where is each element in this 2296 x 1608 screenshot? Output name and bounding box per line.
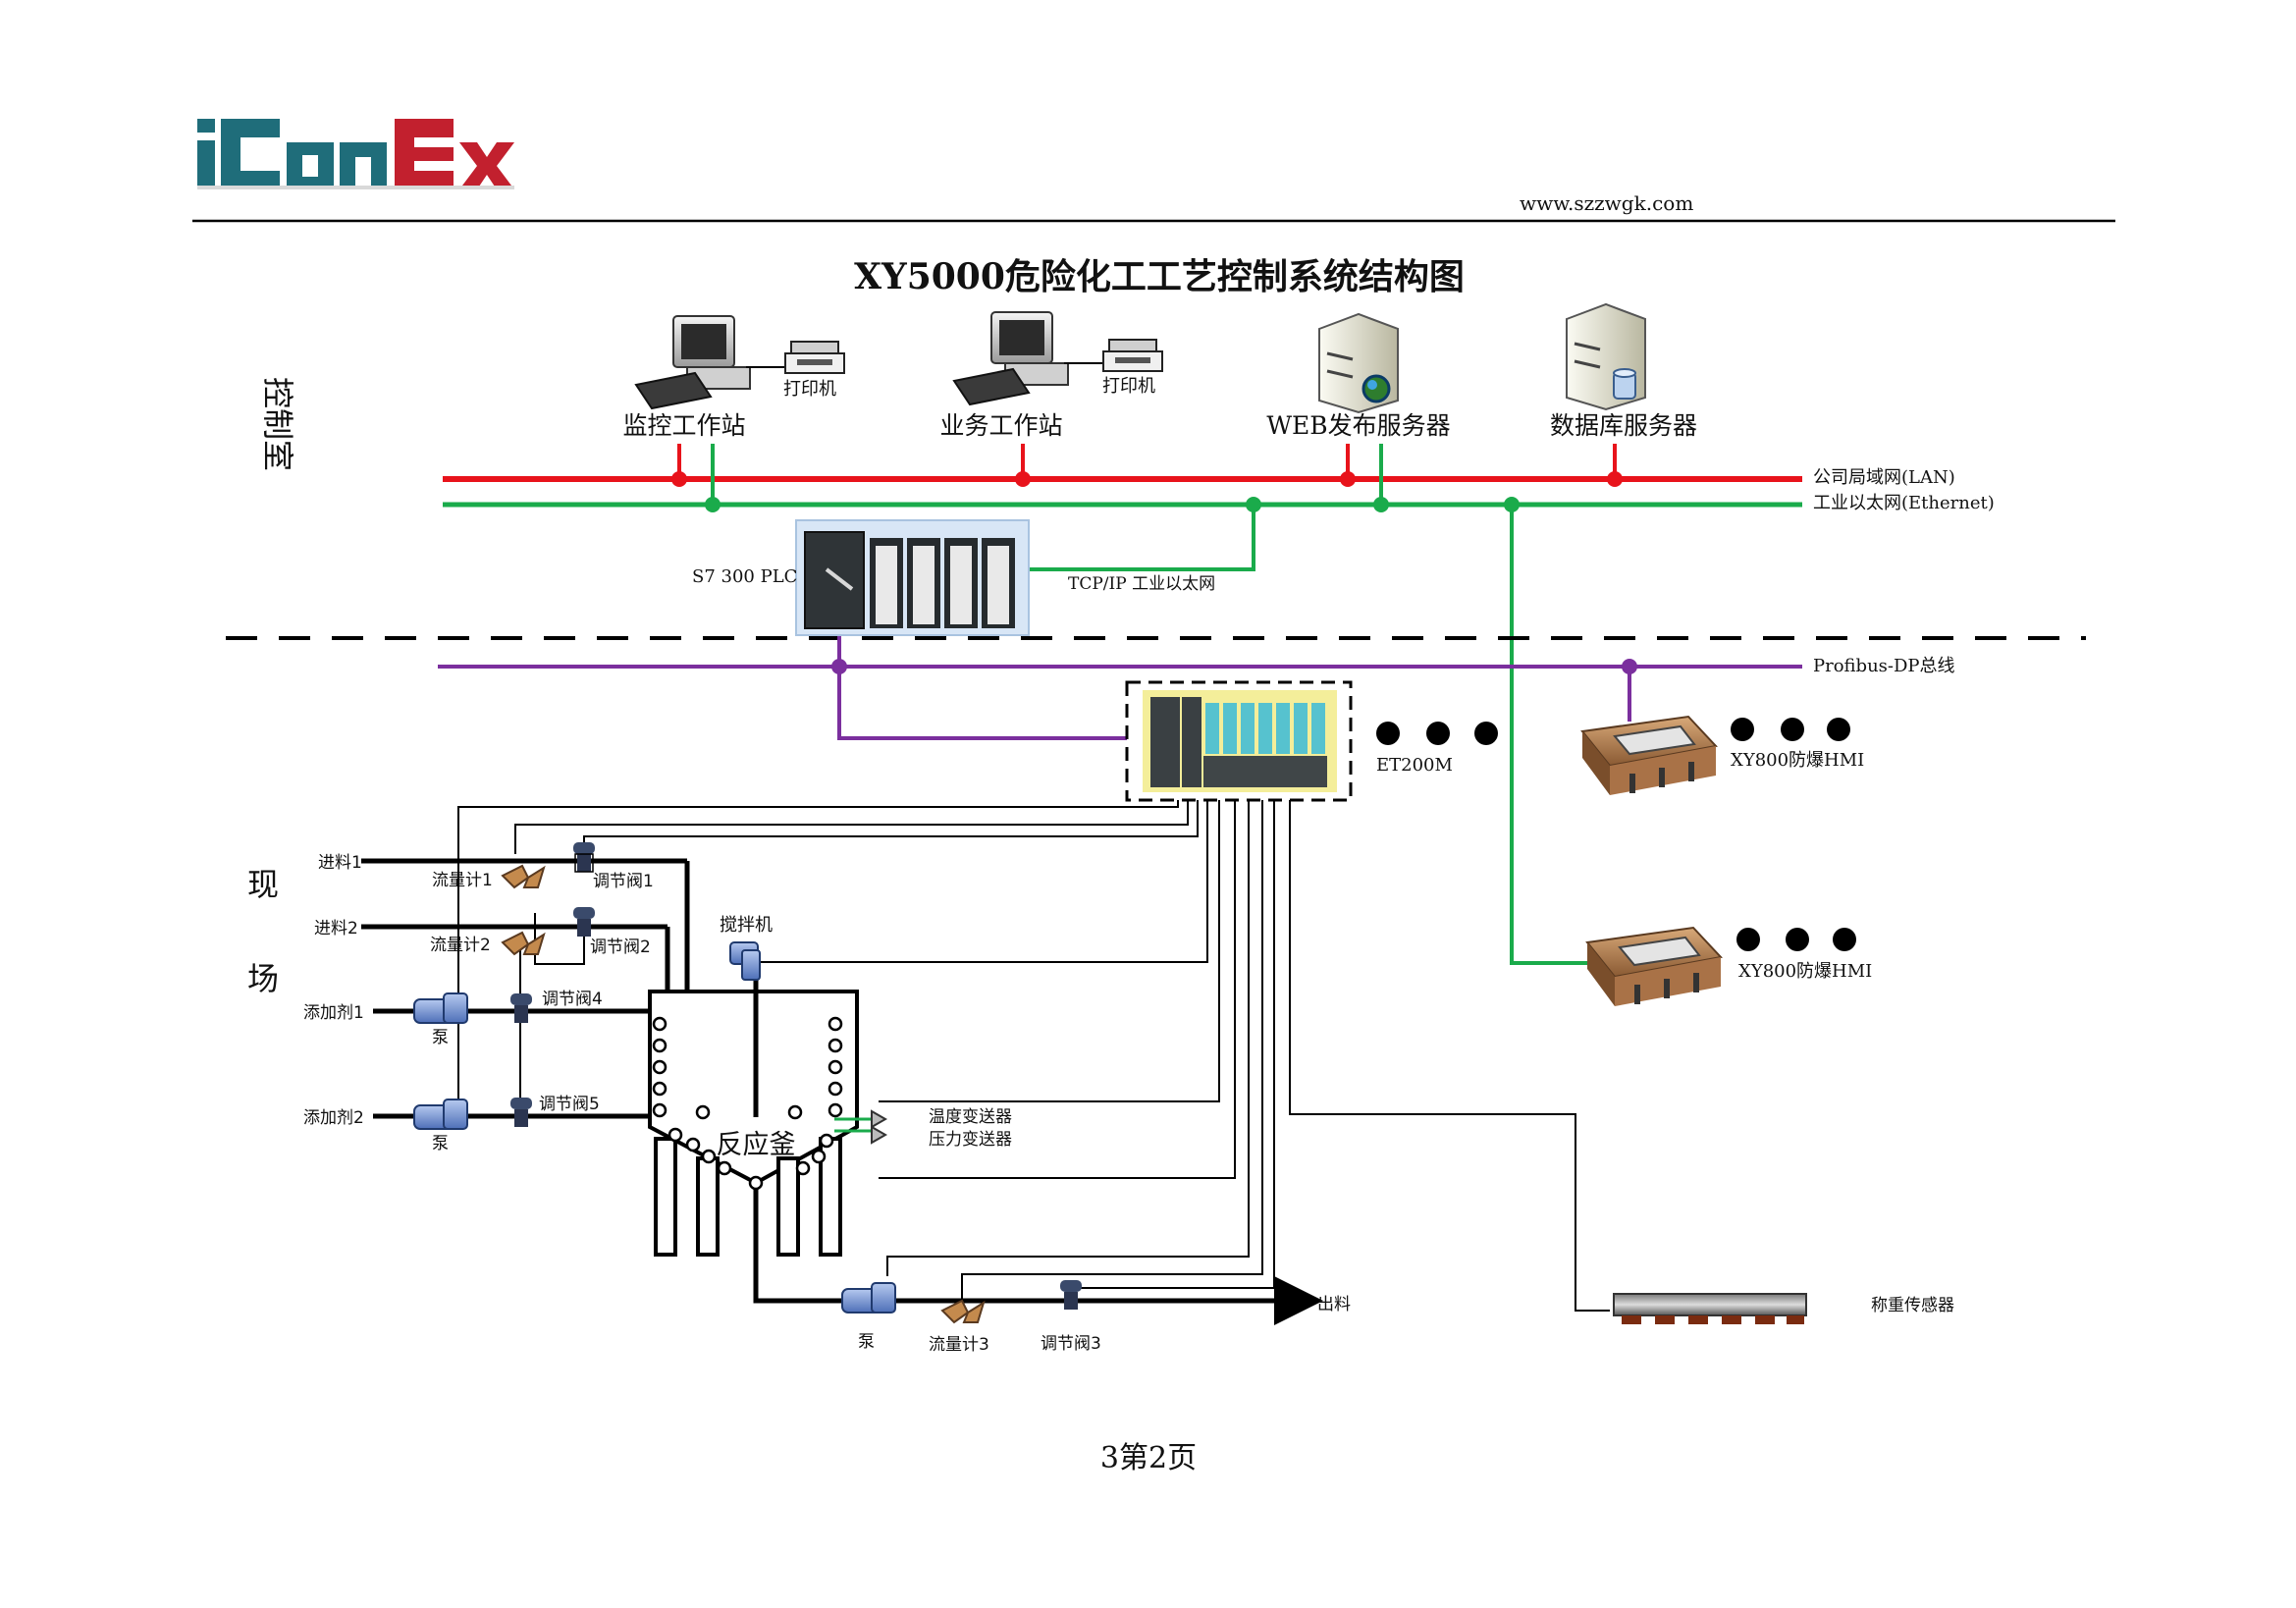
ellipsis-dots (1731, 718, 1850, 741)
zone-field-char-2: 场 (247, 960, 279, 997)
printer-icon[interactable] (784, 341, 845, 374)
pump-label-b: 泵 (432, 1134, 449, 1153)
control-valve-icon[interactable] (573, 907, 595, 937)
plc-label: S7 300 PLC (692, 566, 797, 587)
database-server-icon[interactable] (1566, 302, 1646, 411)
flowmeter-icon[interactable] (501, 864, 546, 889)
hmi-label-2: XY800防爆HMI (1738, 961, 1872, 982)
agitator-label: 搅拌机 (720, 915, 773, 936)
reactor-label: 反应釜 (717, 1130, 796, 1160)
plc-rack[interactable] (795, 519, 1030, 636)
hmi-label-1: XY800防爆HMI (1731, 750, 1864, 771)
header-url[interactable]: www.szzwgk.com (1520, 191, 1693, 215)
ethernet-label: 工业以太网(Ethernet) (1813, 493, 1995, 513)
hmi-panel[interactable] (1585, 926, 1723, 1006)
web-server-icon[interactable] (1318, 312, 1399, 414)
ellipsis-dots (1376, 722, 1498, 745)
control-valve-icon[interactable] (510, 993, 532, 1023)
additive2-label: 添加剂2 (303, 1108, 364, 1128)
flowmeter2-label: 流量计2 (430, 936, 491, 955)
et200m-label: ET200M (1376, 755, 1453, 776)
pump-label-a: 泵 (432, 1028, 449, 1047)
valve5-label: 调节阀5 (539, 1095, 600, 1114)
lan-drops (671, 444, 1623, 487)
tcpip-label: TCP/IP 工业以太网 (1068, 574, 1215, 594)
flowmeter1-label: 流量计1 (432, 871, 493, 890)
page-number: 3第2页 (1100, 1441, 1197, 1475)
weighing-sensor-label: 称重传感器 (1871, 1296, 1954, 1315)
svg-text:控制室: 控制室 (259, 377, 296, 471)
monitor-station-label: 监控工作站 (622, 411, 745, 440)
ethernet-drops (705, 444, 1600, 965)
web-server-label: WEB发布服务器 (1266, 411, 1450, 440)
feed1-label: 进料1 (318, 853, 362, 873)
pump-icon[interactable] (841, 1282, 896, 1313)
transmitter-icon[interactable] (834, 1109, 888, 1145)
feed2-label: 进料2 (314, 919, 358, 938)
lan-label: 公司局域网(LAN) (1813, 467, 1955, 488)
valve2-label: 调节阀2 (590, 938, 651, 957)
valve4-label: 调节阀4 (542, 990, 603, 1009)
profibus-label: Profibus-DP总线 (1813, 656, 1955, 676)
pump-icon[interactable] (413, 992, 468, 1024)
profibus-drops (831, 629, 1637, 740)
control-valve-icon[interactable] (510, 1098, 532, 1127)
control-valve-icon[interactable] (573, 842, 595, 873)
control-valve-icon[interactable] (1060, 1280, 1082, 1310)
outlet-label: 出料 (1317, 1295, 1351, 1314)
flowmeter3-label: 流量计3 (929, 1335, 989, 1355)
business-station-label: 业务工作站 (939, 411, 1062, 440)
db-server-label: 数据库服务器 (1550, 411, 1697, 440)
computer-icon[interactable] (952, 311, 1109, 406)
flowmeter-icon[interactable] (501, 931, 546, 956)
pressure-transmitter-label: 压力变送器 (929, 1130, 1012, 1150)
computer-icon[interactable] (634, 315, 791, 410)
pump-icon[interactable] (413, 1099, 468, 1130)
zone-field-char-1: 现 (247, 866, 279, 903)
ellipsis-dots (1736, 928, 1856, 951)
printer-label-1: 打印机 (783, 379, 836, 400)
logo (197, 119, 514, 189)
additive1-label: 添加剂1 (303, 1003, 364, 1023)
temp-transmitter-label: 温度变送器 (929, 1107, 1012, 1127)
flowmeter-icon[interactable] (940, 1299, 986, 1324)
weighing-sensor-icon[interactable] (1613, 1293, 1807, 1324)
et200m-module[interactable] (1125, 680, 1353, 802)
page-title: XY5000危险化工工艺控制系统结构图 (854, 256, 1465, 297)
hmi-panel[interactable] (1580, 715, 1718, 795)
printer-icon[interactable] (1102, 339, 1163, 372)
valve3-label: 调节阀3 (1041, 1334, 1101, 1354)
agitator-motor-icon[interactable] (729, 941, 761, 981)
zone-control-room: 控制室 (259, 377, 296, 471)
valve1-label: 调节阀1 (593, 872, 654, 891)
pump-label-c: 泵 (858, 1332, 875, 1352)
reactor-vessel[interactable] (648, 967, 859, 1257)
printer-label-2: 打印机 (1102, 376, 1155, 397)
